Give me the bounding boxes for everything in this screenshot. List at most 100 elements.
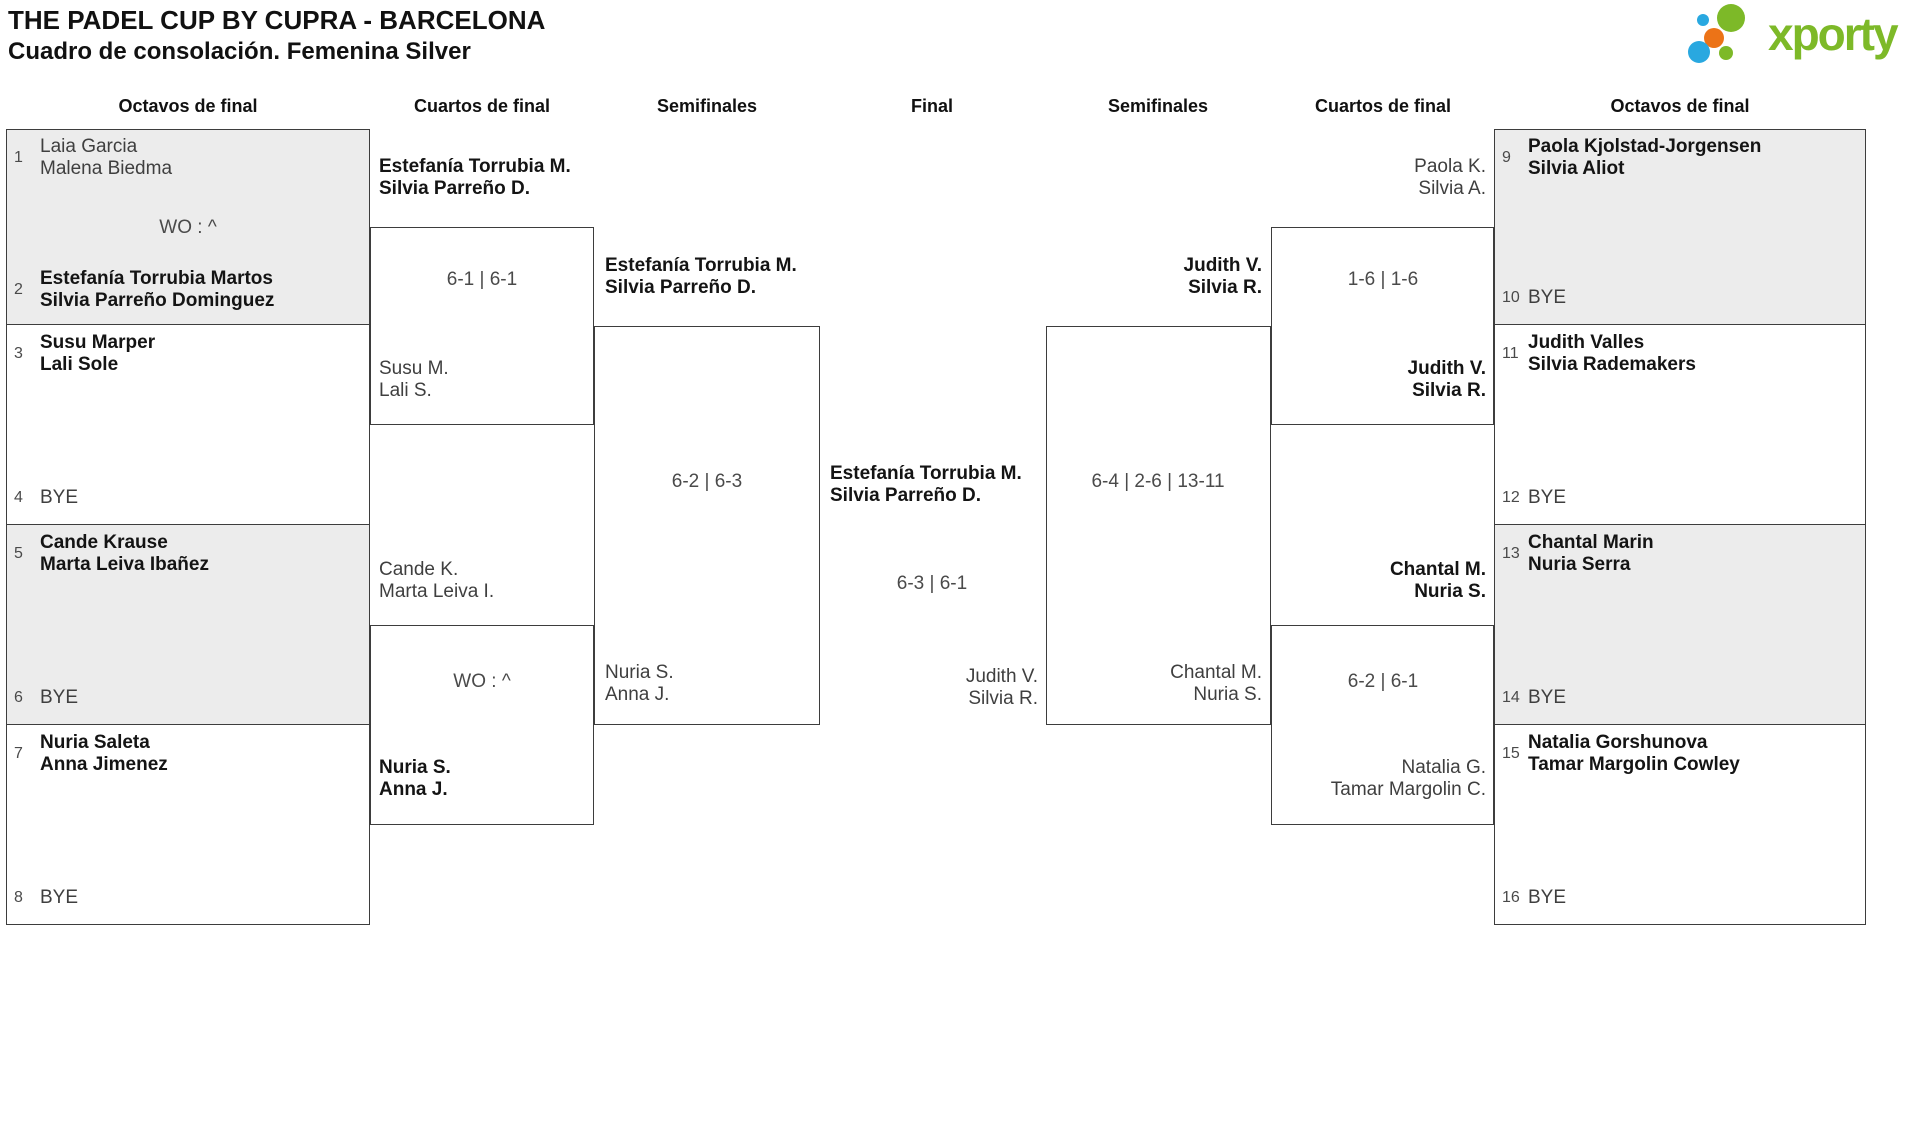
seed-number: 9 <box>1502 149 1511 166</box>
seed-number: 13 <box>1502 545 1520 562</box>
team-member-name: Paola Kjolstad-Jorgensen <box>1528 136 1762 157</box>
bracket-slot-seed-8: 8 BYE <box>14 887 362 909</box>
team-member-name: Nuria S. <box>379 757 451 778</box>
bracket-slot-seed-15: 15 Natalia Gorshunova Tamar Margolin Cow… <box>1502 732 1858 776</box>
match-score-final: 6-3 | 6-1 <box>896 573 968 594</box>
team-member-name: Cande K. <box>379 559 459 580</box>
team-member-name: Lali Sole <box>40 354 119 375</box>
seed-number: 2 <box>14 281 23 298</box>
round-header-octavos-left: Octavos de final <box>118 96 258 116</box>
team-member-name: Marta Leiva I. <box>379 581 495 602</box>
team-member-name: Marta Leiva Ibañez <box>40 554 209 575</box>
bracket-slot-seed-6: 6 BYE <box>14 687 362 709</box>
seed-number: 10 <box>1502 289 1520 306</box>
match-box-rqf-1 <box>1271 227 1494 425</box>
team-name: Judith V. Silvia R. <box>820 666 1038 710</box>
bracket-slot-seed-5: 5 Cande Krause Marta Leiva Ibañez <box>14 532 362 576</box>
team-member-name: Lali S. <box>379 380 432 401</box>
bracket-slot-seed-12: 12 BYE <box>1502 487 1858 509</box>
bracket-slot-seed-11: 11 Judith Valles Silvia Rademakers <box>1502 332 1858 376</box>
match-box-l16-4 <box>6 724 370 925</box>
team-member-name: Cande Krause <box>40 532 168 553</box>
team-member-name: Nuria S. <box>605 662 674 683</box>
team-member-name: Anna Jimenez <box>40 754 168 775</box>
team-name: Cande Krause Marta Leiva Ibañez <box>40 532 209 576</box>
page-title: THE PADEL CUP BY CUPRA - BARCELONA <box>8 5 546 35</box>
team-member-name: Chantal Marin <box>1528 532 1654 553</box>
seed-number: 11 <box>1502 345 1519 362</box>
seed-number: 8 <box>14 889 23 906</box>
seed-number: 16 <box>1502 889 1520 906</box>
team-name: Chantal M. Nuria S. <box>1046 662 1262 706</box>
team-member-name: Tamar Margolin Cowley <box>1528 754 1740 775</box>
team-member-name: Judith V. <box>1407 358 1486 379</box>
team-name: Natalia G. Tamar Margolin C. <box>1279 757 1486 801</box>
seed-number: 14 <box>1502 689 1520 706</box>
seed-number: 12 <box>1502 489 1520 506</box>
team-name: Natalia Gorshunova Tamar Margolin Cowley <box>1528 732 1740 776</box>
team-member-name: BYE <box>1528 487 1567 508</box>
bracket-slot-seed-1: 1 Laia Garcia Malena Biedma <box>14 136 362 180</box>
team-member-name: BYE <box>40 687 79 708</box>
team-name: BYE <box>40 887 78 909</box>
team-member-name: BYE <box>1528 887 1567 908</box>
team-member-name: Nuria Saleta <box>40 732 150 753</box>
bracket-slot-seed-4: 4 BYE <box>14 487 362 509</box>
match-box-lqf-2 <box>370 625 594 825</box>
logo: xporty <box>1686 2 1899 66</box>
team-member-name: Estefanía Torrubia M. <box>379 156 571 177</box>
team-member-name: Judith V. <box>965 666 1038 687</box>
team-member-name: Nuria S. <box>1414 581 1486 602</box>
team-member-name: Judith Valles <box>1528 332 1645 353</box>
team-member-name: BYE <box>40 487 79 508</box>
team-name: Chantal Marin Nuria Serra <box>1528 532 1654 576</box>
team-member-name: Chantal M. <box>1389 559 1486 580</box>
team-member-name: Natalia G. <box>1401 757 1486 778</box>
team-member-name: Silvia Rademakers <box>1528 354 1696 375</box>
team-member-name: BYE <box>1528 687 1567 708</box>
team-member-name: BYE <box>1528 287 1567 308</box>
team-name: Judith V. Silvia R. <box>1046 255 1262 299</box>
match-box-rsf <box>1046 326 1271 725</box>
match-score: WO : ^ <box>159 217 217 238</box>
match-box-r16-1 <box>1494 129 1866 325</box>
team-member-name: Anna J. <box>379 779 448 800</box>
team-name: BYE <box>40 687 78 709</box>
team-member-name: Silvia Parreño Dominguez <box>40 290 275 311</box>
team-member-name: Anna J. <box>605 684 670 705</box>
team-member-name: Silvia Aliot <box>1528 158 1625 179</box>
match-box-r16-4 <box>1494 724 1866 925</box>
page-subtitle: Cuadro de consolación. Femenina Silver <box>8 38 471 65</box>
bracket-slot-seed-3: 3 Susu Marper Lali Sole <box>14 332 362 376</box>
match-box-rqf-2 <box>1271 625 1494 825</box>
team-member-name: Nuria S. <box>1193 684 1262 705</box>
team-member-name: Tamar Margolin C. <box>1330 779 1486 800</box>
bracket-slot-seed-14: 14 BYE <box>1502 687 1858 709</box>
round-header-cuartos-left: Cuartos de final <box>413 96 551 116</box>
team-name: Nuria S. Anna J. <box>379 757 451 801</box>
team-name: Chantal M. Nuria S. <box>1279 559 1486 603</box>
team-name-champion: Estefanía Torrubia M. Silvia Parreño D. <box>830 463 1022 507</box>
team-member-name: Malena Biedma <box>40 158 173 179</box>
team-name: BYE <box>1528 887 1566 909</box>
team-name: Nuria Saleta Anna Jimenez <box>40 732 168 776</box>
team-name: Paola Kjolstad-Jorgensen Silvia Aliot <box>1528 136 1761 180</box>
match-box-l16-1 <box>6 129 370 325</box>
team-member-name: Laia Garcia <box>40 136 138 157</box>
bracket-slot-seed-10: 10 BYE <box>1502 287 1858 309</box>
logo-dots-icon <box>1688 4 1745 63</box>
team-name: Nuria S. Anna J. <box>605 662 674 706</box>
team-member-name: Silvia R. <box>968 688 1038 709</box>
team-member-name: Susu M. <box>379 358 449 379</box>
team-member-name: Silvia Parreño D. <box>379 178 531 199</box>
team-member-name: Silvia Parreño D. <box>830 485 982 506</box>
match-box-lqf-1 <box>370 227 594 425</box>
bracket-slot-seed-16: 16 BYE <box>1502 887 1858 909</box>
bracket-slot-seed-2: 2 Estefanía Torrubia Martos Silvia Parre… <box>14 268 362 312</box>
match-score: 6-1 | 6-1 <box>446 269 518 290</box>
team-name: Judith Valles Silvia Rademakers <box>1528 332 1696 376</box>
team-member-name: Natalia Gorshunova <box>1528 732 1708 753</box>
team-name: BYE <box>1528 687 1566 709</box>
match-score: WO : ^ <box>453 671 511 692</box>
